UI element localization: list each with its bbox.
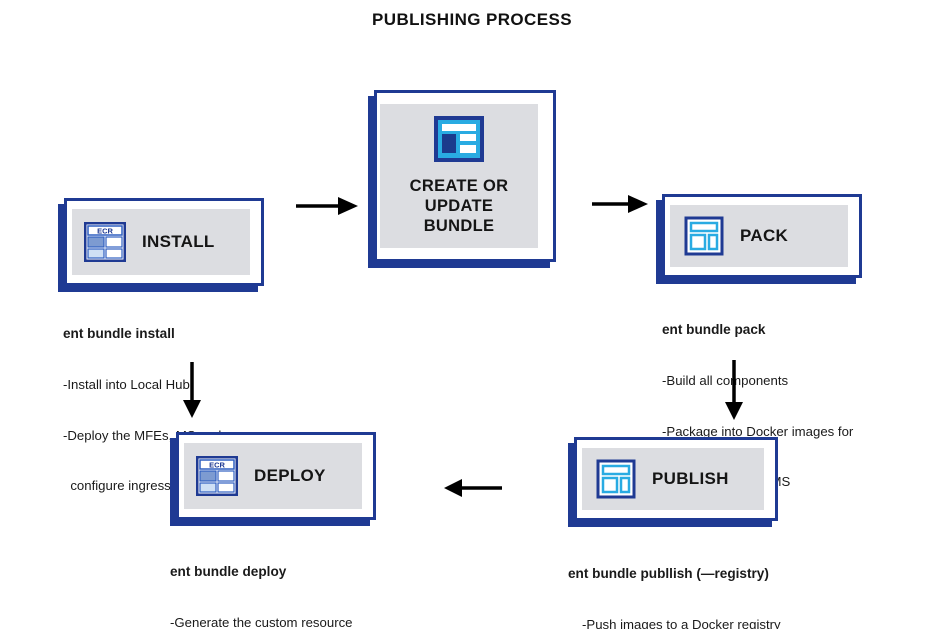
caption-line: -Generate the custom resource — [170, 614, 353, 629]
caption-deploy: ent bundle deploy -Generate the custom r… — [170, 529, 353, 629]
box-panel-install: ECR INSTALL — [72, 209, 250, 275]
box-panel-pack: PACK — [670, 205, 848, 267]
svg-text:ECR: ECR — [209, 461, 225, 470]
step-label-deploy: DEPLOY — [254, 466, 326, 485]
arrow-publish-to-deploy — [444, 476, 504, 500]
page-title: PUBLISHING PROCESS — [372, 10, 572, 29]
caption-title-deploy: ent bundle deploy — [170, 563, 287, 579]
caption-title-install: ent bundle install — [63, 325, 175, 341]
arrow-install-to-create — [296, 194, 360, 218]
step-box-pack[interactable]: PACK — [656, 194, 862, 284]
step-box-install[interactable]: ECR INSTALL — [58, 198, 264, 292]
caption-line: -Deploy the MFEs, MS pods, — [63, 427, 232, 443]
step-box-deploy[interactable]: ECR DEPLOY — [170, 432, 376, 526]
svg-text:ECR: ECR — [97, 227, 113, 236]
arrow-create-to-pack — [592, 192, 650, 216]
step-box-create-or-update-bundle[interactable]: CREATE OR UPDATE BUNDLE — [368, 90, 556, 268]
caption-title-publish: ent bundle publlish (—registry) — [568, 565, 769, 581]
caption-publish: ent bundle publlish (—registry) -Push im… — [568, 531, 781, 629]
caption-line: -Build all components — [662, 372, 789, 388]
ecr-window-icon: ECR — [195, 455, 239, 497]
caption-title-pack: ent bundle pack — [662, 321, 766, 337]
layout-grid-icon — [596, 459, 636, 499]
ecr-window-icon: ECR — [83, 221, 127, 263]
step-label-install: INSTALL — [142, 232, 215, 251]
box-panel-publish: PUBLISH — [582, 448, 764, 510]
box-panel-deploy: ECR DEPLOY — [184, 443, 362, 509]
step-box-publish[interactable]: PUBLISH — [568, 437, 778, 527]
caption-line: -Package into Docker images for — [662, 423, 854, 439]
caption-line: -Install into Local Hub — [63, 376, 190, 392]
step-label-pack: PACK — [740, 226, 789, 245]
step-label-publish: PUBLISH — [652, 469, 729, 488]
arrow-deploy-to-install — [180, 362, 204, 420]
dashboard-layout-icon — [434, 115, 484, 162]
arrow-pack-to-publish — [722, 360, 746, 422]
box-panel-create: CREATE OR UPDATE BUNDLE — [380, 104, 538, 248]
caption-line: -Push images to a Docker registry — [582, 616, 781, 629]
layout-grid-icon — [684, 216, 724, 256]
step-label-create-or-update-bundle: CREATE OR UPDATE BUNDLE — [409, 176, 509, 236]
